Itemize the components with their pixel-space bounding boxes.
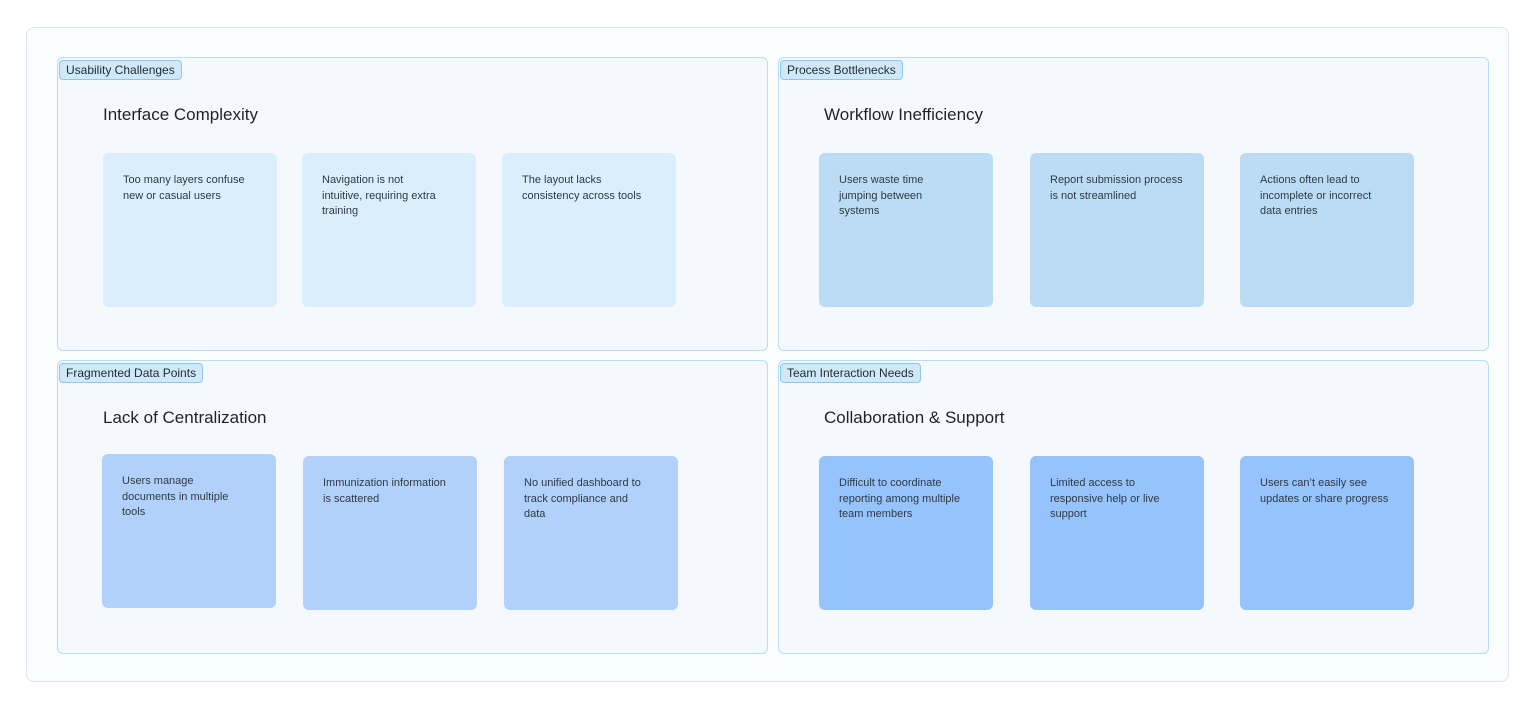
note-line: training	[322, 205, 359, 217]
section-heading[interactable]: Lack of Centralization	[103, 408, 267, 427]
note-line: jumping between	[839, 189, 923, 202]
note-line: data entries	[1260, 205, 1318, 217]
sticky-note[interactable]: Report submission process is not streaml…	[1030, 153, 1204, 307]
note-line: Users waste time	[839, 174, 924, 186]
section-heading[interactable]: Collaboration & Support	[824, 408, 1005, 427]
sticky-note[interactable]: Immunization information is scattered	[303, 456, 477, 610]
note-line: The layout lacks	[522, 174, 602, 186]
section-fragmented-data-points[interactable]: Fragmented Data Points Lack of Centraliz…	[57, 360, 768, 654]
note-line: intuitive, requiring extra	[322, 189, 436, 202]
note-line: new or casual users	[123, 189, 221, 202]
note-line: No unified dashboard to	[524, 477, 641, 489]
note-line: updates or share progress	[1260, 492, 1389, 505]
note-line: incomplete or incorrect	[1260, 189, 1372, 202]
note-line: tools	[122, 506, 146, 518]
section-tag[interactable]: Team Interaction Needs	[780, 363, 921, 383]
sticky-note[interactable]: Too many layers confuse new or casual us…	[103, 153, 277, 307]
note-line: Navigation is not	[322, 174, 404, 186]
note-line: data	[524, 508, 546, 520]
section-usability-challenges[interactable]: Usability Challenges Interface Complexit…	[57, 57, 768, 351]
sticky-note[interactable]: The layout lacks consistency across tool…	[502, 153, 676, 307]
section-tag[interactable]: Fragmented Data Points	[59, 363, 204, 383]
note-line: support	[1050, 508, 1087, 520]
sticky-note[interactable]: Users waste time jumping between systems	[819, 153, 993, 307]
sticky-note[interactable]: No unified dashboard to track compliance…	[504, 456, 678, 610]
sticky-note[interactable]: Actions often lead to incomplete or inco…	[1240, 153, 1414, 307]
note-line: responsive help or live	[1050, 492, 1160, 505]
sticky-note[interactable]: Users can’t easily see updates or share …	[1240, 456, 1414, 610]
sticky-note[interactable]: Limited access to responsive help or liv…	[1030, 456, 1204, 610]
note-line: Users can’t easily see	[1260, 477, 1367, 489]
sticky-note[interactable]: Users manage documents in multiple tools	[102, 454, 276, 608]
sticky-note[interactable]: Navigation is not intuitive, requiring e…	[302, 153, 476, 307]
note-line: consistency across tools	[522, 189, 642, 202]
note-line: is scattered	[323, 492, 380, 505]
section-heading[interactable]: Interface Complexity	[103, 105, 258, 124]
note-line: reporting among multiple	[839, 492, 961, 505]
section-tag[interactable]: Usability Challenges	[59, 60, 182, 80]
note-line: Users manage	[122, 475, 194, 487]
section-heading[interactable]: Workflow Inefficiency	[824, 105, 984, 124]
section-team-interaction-needs[interactable]: Team Interaction Needs Collaboration & S…	[778, 360, 1489, 654]
note-line: Difficult to coordinate	[839, 477, 942, 489]
note-line: track compliance and	[524, 492, 628, 505]
note-line: Immunization information	[323, 477, 446, 489]
note-line: Report submission process	[1050, 174, 1183, 186]
section-tag[interactable]: Process Bottlenecks	[780, 60, 903, 80]
note-line: Too many layers confuse	[123, 174, 245, 186]
note-line: Limited access to	[1050, 477, 1135, 489]
note-line: systems	[839, 205, 880, 217]
sticky-note[interactable]: Difficult to coordinate reporting among …	[819, 456, 993, 610]
note-line: Actions often lead to	[1260, 174, 1360, 186]
note-line: team members	[839, 508, 913, 520]
note-line: is not streamlined	[1050, 189, 1137, 202]
section-process-bottlenecks[interactable]: Process Bottlenecks Workflow Inefficienc…	[778, 57, 1489, 351]
note-line: documents in multiple	[122, 490, 229, 503]
